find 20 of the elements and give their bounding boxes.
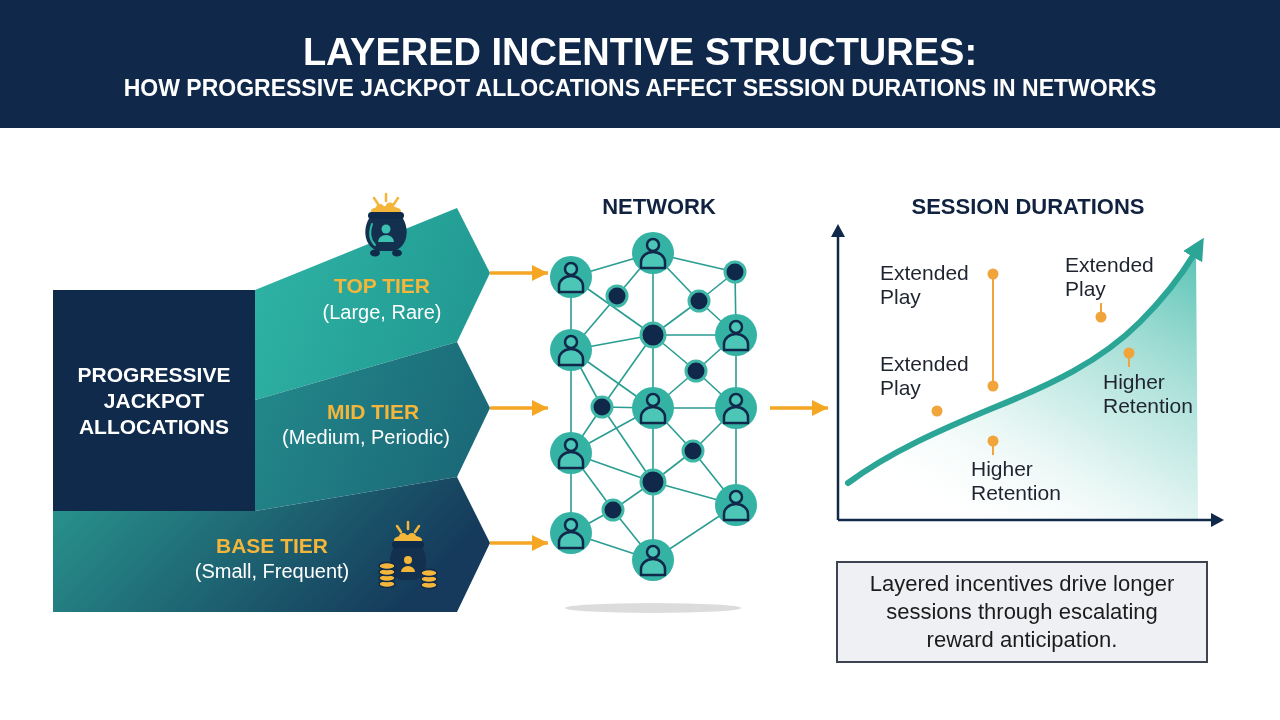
arrow xyxy=(490,535,548,551)
title: LAYERED INCENTIVE STRUCTURES: xyxy=(302,30,978,74)
subtitle: HOW PROGRESSIVE JACKPOT ALLOCATIONS AFFECT SESSION DURATIONS IN NETWORKS xyxy=(123,74,1157,102)
takeaway-text: Layered incentives drive longer sessions through escalating reward anticipation. xyxy=(868,570,1176,654)
arrow xyxy=(490,265,548,281)
note-box xyxy=(836,561,1208,663)
section-heading: NETWORK xyxy=(602,193,716,221)
category-block xyxy=(53,290,255,511)
arrow xyxy=(770,400,828,416)
tier-band xyxy=(255,342,490,511)
tier-subtitle: (Large, Rare) xyxy=(322,300,442,324)
tier-title: BASE TIER xyxy=(216,533,328,559)
tier-subtitle: (Small, Frequent) xyxy=(194,559,350,583)
arrow xyxy=(490,400,548,416)
section-heading: SESSION DURATIONS xyxy=(911,193,1145,221)
tier-title: TOP TIER xyxy=(333,273,431,299)
tier-subtitle: (Medium, Periodic) xyxy=(282,425,450,449)
tier-band xyxy=(53,477,490,612)
tier-title: MID TIER xyxy=(326,399,420,425)
block-label: PROGRESSIVE JACKPOT ALLOCATIONS xyxy=(76,361,232,440)
